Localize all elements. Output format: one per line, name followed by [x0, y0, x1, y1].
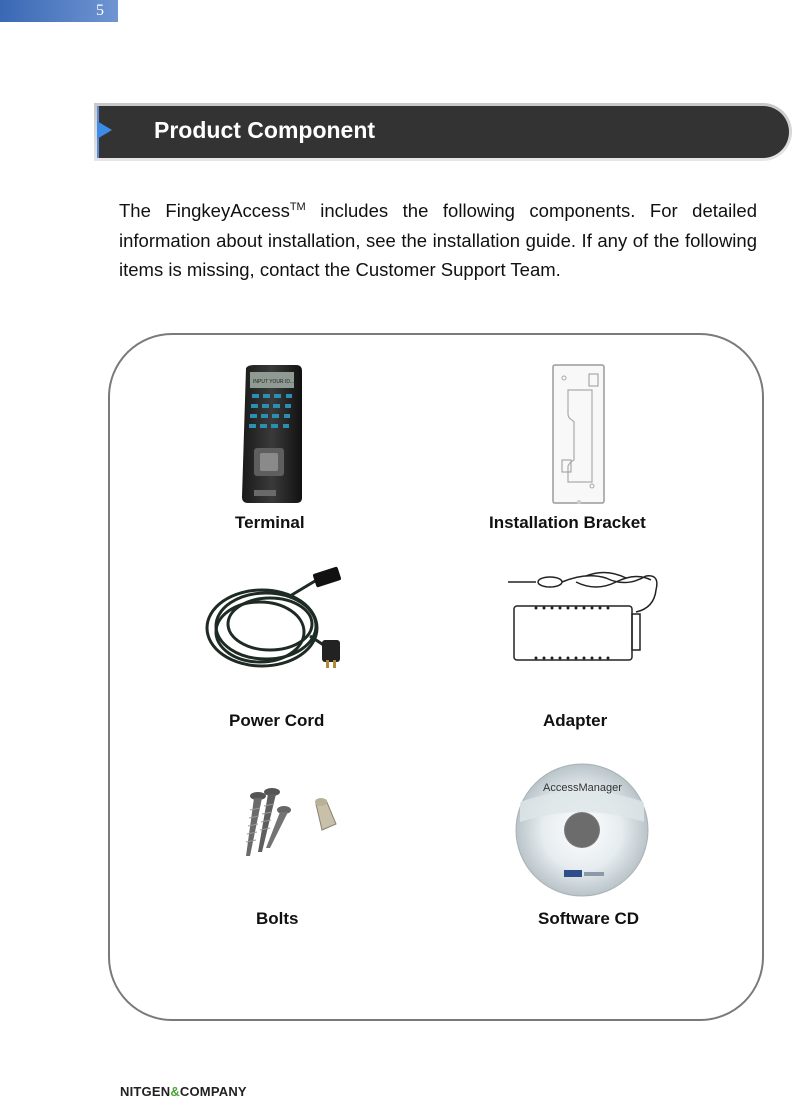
- label-terminal: Terminal: [235, 513, 305, 532]
- terminal-screen-text: INPUT YOUR ID...: [253, 379, 294, 385]
- terminal-image: INPUT YOUR ID...: [242, 365, 302, 503]
- nitgen-company-logo: NITGEN&COMPANY: [120, 1084, 247, 1099]
- cd-brand-text: AccessManager: [543, 782, 622, 794]
- section-header-body: [97, 106, 789, 158]
- logo-ampersand: &: [170, 1084, 180, 1099]
- power-cord-image: [205, 566, 342, 668]
- trademark-mark: TM: [289, 201, 306, 213]
- label-power-cord: Power Cord: [229, 711, 325, 730]
- label-adapter: Adapter: [543, 711, 608, 730]
- logo-part-nitgen: NITGEN: [120, 1084, 171, 1099]
- bolts-image: [245, 788, 337, 856]
- label-software-cd: Software CD: [538, 909, 640, 928]
- intro-paragraph: The FingkeyAccessTM includes the followi…: [119, 193, 757, 285]
- intro-product-name: The FingkeyAccess: [119, 200, 290, 222]
- section-header: Product Component: [94, 103, 792, 161]
- label-bolts: Bolts: [256, 909, 299, 928]
- adapter-image: [508, 571, 658, 661]
- section-title: Product Component: [154, 117, 376, 143]
- page-number-tab: 5: [0, 0, 118, 22]
- components-panel: [108, 333, 764, 1021]
- label-installation-bracket: Installation Bracket: [489, 513, 646, 532]
- software-cd-image: AccessManager: [515, 763, 649, 897]
- bracket-image: [552, 364, 605, 504]
- play-arrow-icon: [97, 121, 112, 139]
- intro-body: includes the following components. For d…: [119, 200, 757, 281]
- page-number: 5: [96, 2, 104, 19]
- logo-part-company: COMPANY: [179, 1084, 247, 1099]
